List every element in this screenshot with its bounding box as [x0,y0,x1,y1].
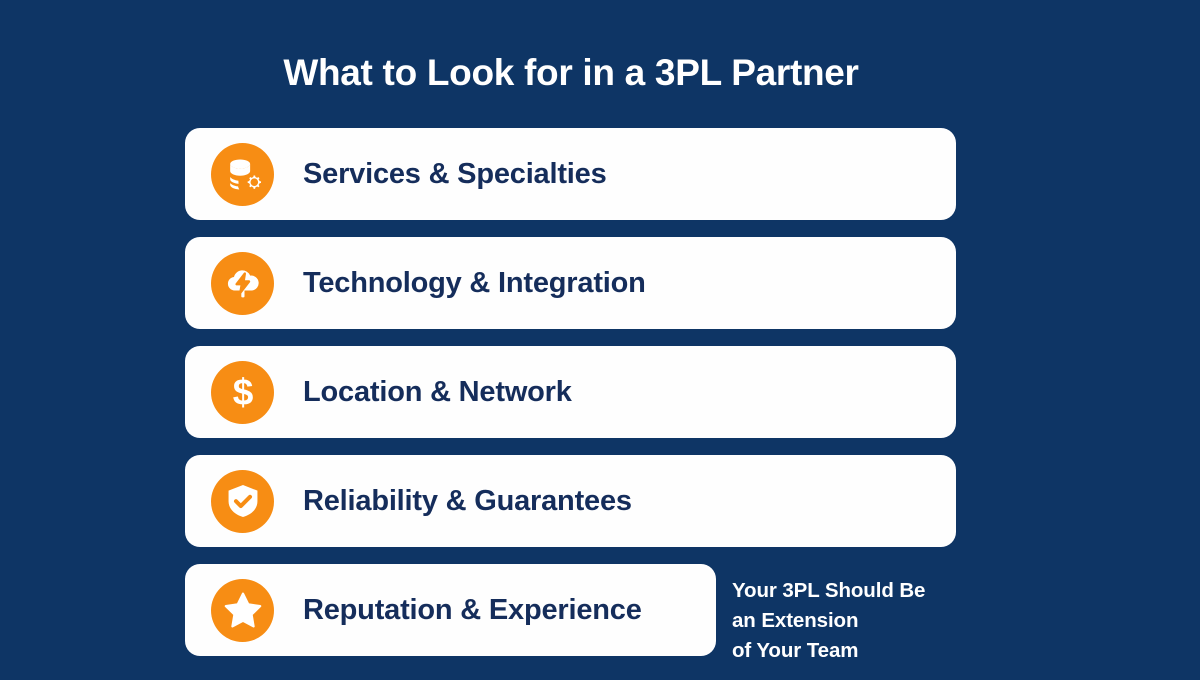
page-title: What to Look for in a 3PL Partner [283,52,859,93]
tagline: Your 3PL Should Be an Extension of Your … [732,576,992,666]
checklist-item-label: Reputation & Experience [303,593,642,626]
checklist-item-reputation[interactable]: Reputation & Experience [185,564,716,656]
checklist-item-label: Reliability & Guarantees [303,484,632,517]
checklist-item-reliability[interactable]: Reliability & Guarantees [185,455,956,547]
dollar-sign-icon: $ [211,360,274,424]
checklist-item-label: Technology & Integration [303,266,646,299]
checklist-item-technology[interactable]: Technology & Integration [185,237,956,329]
shield-check-icon [211,469,274,533]
checklist-item-label: Location & Network [303,375,572,408]
svg-text:$: $ [232,372,253,412]
checklist-item-services[interactable]: Services & Specialties [185,128,956,220]
cloud-bolt-icon [211,251,274,315]
checklist-item-location[interactable]: $ Location & Network [185,346,956,438]
star-icon [211,578,274,642]
tagline-line-2: an Extension [732,609,859,632]
checklist-item-label: Services & Specialties [303,157,607,190]
tagline-line-3: of Your Team [732,639,859,662]
database-gear-icon [211,142,274,206]
checklist-card-group: Services & Specialties Technology & Inte… [185,128,1185,673]
tagline-line-1: Your 3PL Should Be [732,579,926,602]
